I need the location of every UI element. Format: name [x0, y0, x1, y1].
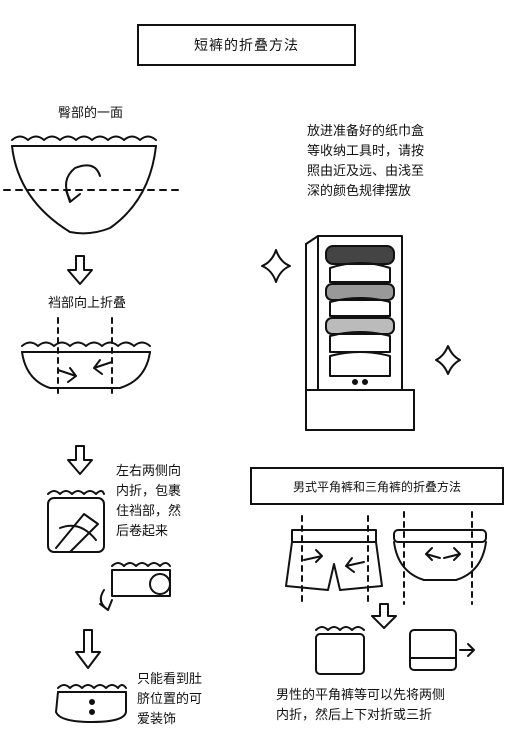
down-arrow-icon: [67, 445, 93, 475]
men-title: 男式平角裤和三角裤的折叠方法: [292, 479, 461, 494]
sparkle-icon: [435, 345, 461, 375]
briefs-back-illustration: [3, 135, 181, 235]
crotch-fold-illustration: [21, 317, 151, 395]
men-title-box: 男式平角裤和三角裤的折叠方法: [250, 467, 504, 505]
sparkle-icon: [261, 249, 291, 283]
storage-note: 放进准备好的纸巾盒 等收纳工具时，请按 照由近及远、由浅至 深的颜色规律摆放: [307, 124, 425, 199]
down-arrow-icon: [67, 255, 93, 285]
down-arrow-icon: [371, 603, 397, 629]
mens-briefs-illustration: [393, 511, 487, 605]
main-title: 短裤的折叠方法: [194, 38, 299, 54]
folded-boxers-illustration: [315, 626, 365, 675]
step3-label: 左右两侧向 内折，包裹 住裆部，然 后卷起来: [116, 464, 182, 539]
step4-label: 只能看到肚 脐位置的可 爱装饰: [137, 672, 203, 727]
step2-label: 裆部向上折叠: [48, 296, 127, 311]
step1-label: 臀部的一面: [58, 106, 124, 121]
main-title-box: 短裤的折叠方法: [137, 24, 356, 66]
boxers-illustration: [285, 515, 383, 605]
down-arrow-icon: [75, 629, 101, 669]
side-fold-illustration: [47, 490, 105, 553]
final-roll-illustration: [55, 684, 127, 723]
folded-briefs-illustration: [409, 629, 475, 671]
storage-box-illustration: [305, 235, 415, 431]
men-note: 男性的平角裤等可以先将两侧 内折，然后上下对折或三折: [276, 688, 446, 723]
rolled-shorts-illustration: [99, 562, 171, 611]
